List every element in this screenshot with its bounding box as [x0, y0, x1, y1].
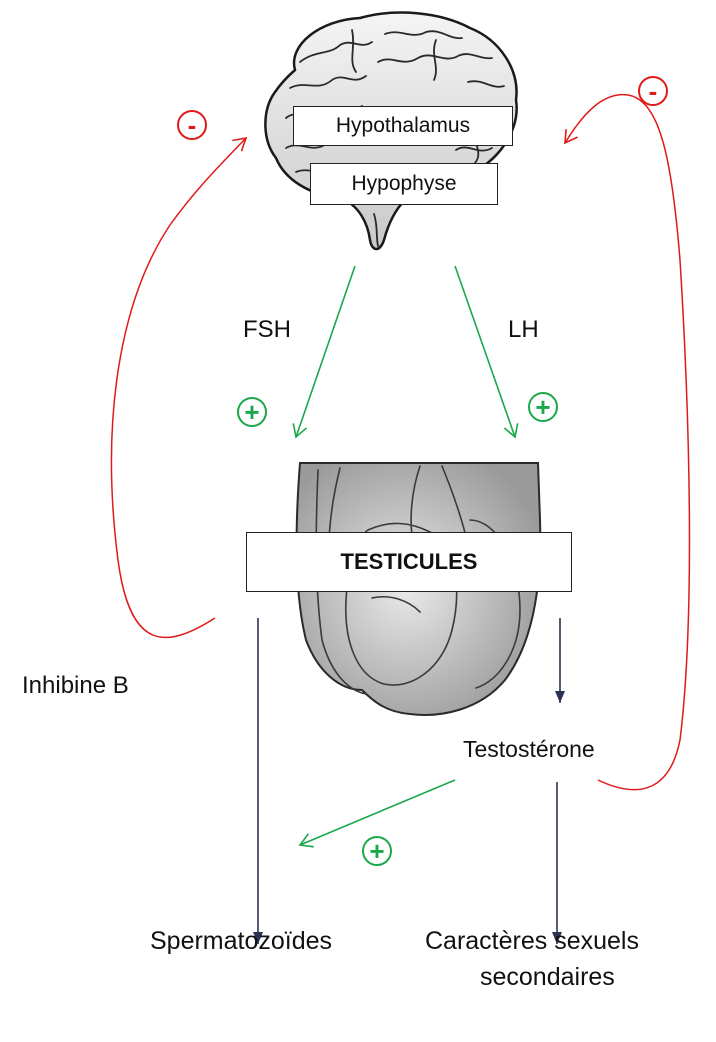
stimulation-sign-fsh: + — [237, 397, 267, 427]
testosterone-production-arrow-head — [555, 691, 565, 703]
inhibine-feedback-arrow — [111, 138, 246, 637]
fsh-arrow — [296, 266, 355, 437]
inhibition-sign-testosterone: - — [638, 76, 668, 106]
inhibine-label: Inhibine B — [22, 672, 129, 701]
lh-arrow — [455, 266, 515, 437]
inhibition-sign-inhibine: - — [177, 110, 207, 140]
hypothalamus-label: Hypothalamus — [336, 114, 470, 138]
testosterone-label: Testostérone — [463, 736, 595, 764]
testosterone-feedback-arrow — [565, 95, 689, 790]
hypothalamus-box: Hypothalamus — [293, 106, 513, 146]
hypophyse-label: Hypophyse — [351, 172, 456, 196]
stimulation-sign-lh: + — [528, 392, 558, 422]
testicules-label: TESTICULES — [341, 549, 478, 575]
spermatozoides-label: Spermatozoïdes — [150, 926, 332, 956]
lh-label: LH — [508, 316, 539, 345]
hypophyse-box: Hypophyse — [310, 163, 498, 205]
testicules-box: TESTICULES — [246, 532, 572, 592]
caracteres-label-line2: secondaires — [480, 962, 615, 992]
stimulation-sign-testosterone: + — [362, 836, 392, 866]
fsh-label: FSH — [243, 316, 291, 345]
caracteres-label-line1: Caractères sexuels — [425, 926, 639, 956]
